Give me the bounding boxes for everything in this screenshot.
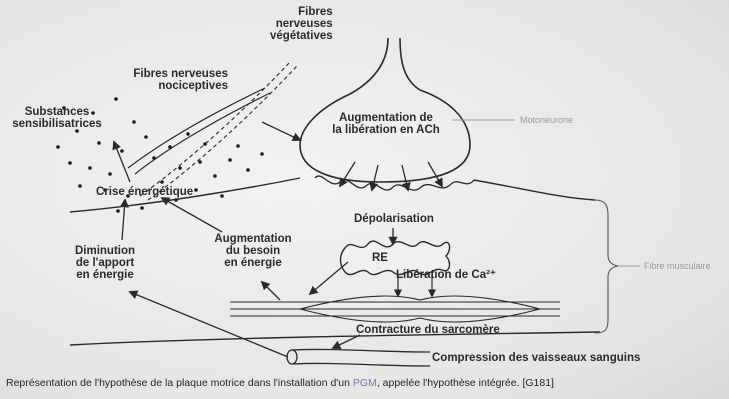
crise-to-substances-arrow [114,142,130,182]
figure-caption: Représentation de l'hypothèse de la plaq… [6,377,554,389]
label-calcium: Libération de Ca²⁺ [396,269,496,281]
fibre-brace [595,200,618,333]
label-depolarisation: Dépolarisation [354,213,434,225]
caption-text-end: , appelée l'hypothèse intégrée. [G181] [377,377,554,389]
caption-highlight: PGM [353,377,377,389]
caption-text: Représentation de l'hypothèse de la plaq… [6,377,353,389]
label-compression: Compression des vaisseaux sanguins [432,352,640,364]
label-re: RE [372,252,388,264]
besoin-to-crise-arrow [162,198,222,232]
re-to-sarcomere-arrow [310,262,348,294]
label-crise: Crise énergétique [96,186,193,198]
nociceptive-fibre [128,88,265,168]
motor-nerve-terminal [300,38,470,182]
label-contracture: Contracture du sarcomère [356,324,500,336]
label-fibre-musculaire: Fibre musculaire [644,260,711,272]
blood-vessel [287,349,430,366]
label-motoneurone: Motoneurone [520,114,573,126]
fibres-to-neuron-arrow [262,122,300,140]
sarcomere-to-besoin-arrow [262,282,280,300]
muscle-membrane-bottom [70,332,600,345]
